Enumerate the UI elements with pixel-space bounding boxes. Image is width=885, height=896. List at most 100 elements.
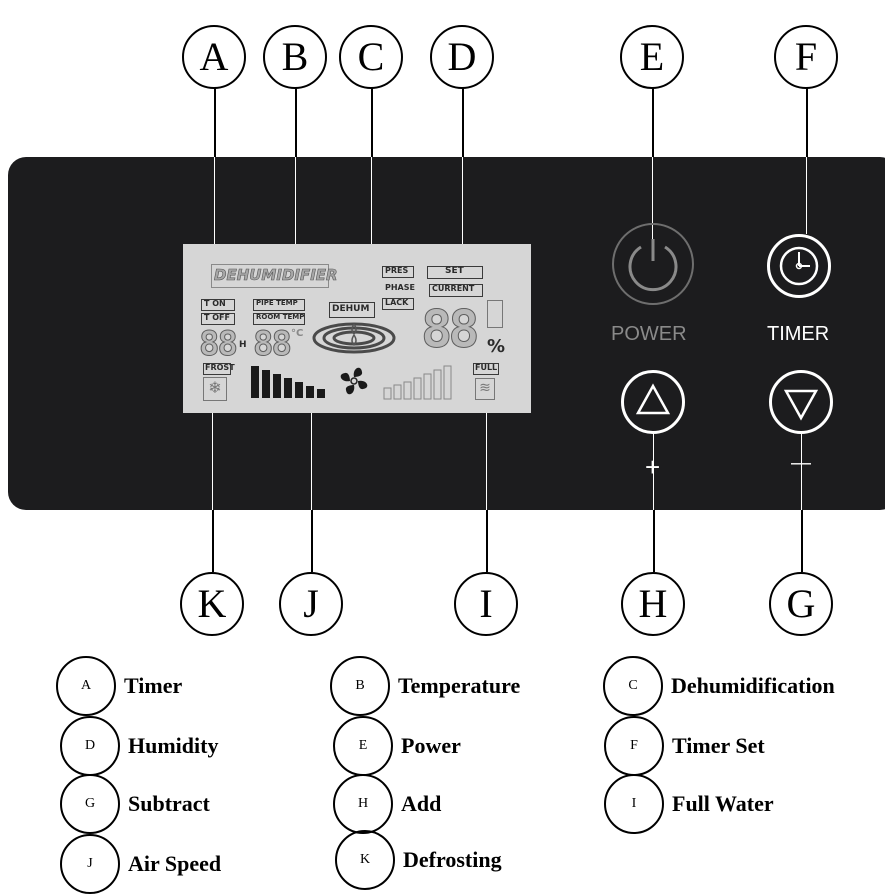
leader-g-inner — [801, 432, 802, 510]
legend-item-k: K Defrosting — [335, 830, 502, 890]
water-tank-icon: ≋ — [475, 378, 495, 400]
legend-item-g: G Subtract — [60, 774, 210, 834]
callout-a: A — [182, 25, 246, 89]
t-on-box — [201, 299, 235, 311]
pres-label: PRES — [385, 266, 409, 275]
power-icon — [628, 239, 678, 292]
subtract-button[interactable] — [769, 370, 833, 434]
legend-circle-e: E — [333, 716, 393, 776]
leader-f-top — [806, 86, 808, 157]
current-label: CURRENT — [432, 284, 475, 293]
callout-i: I — [454, 572, 518, 636]
water-level-bars — [383, 365, 452, 400]
legend-item-j: J Air Speed — [60, 834, 221, 894]
leader-b-inner — [295, 157, 296, 244]
add-button[interactable] — [621, 370, 685, 434]
down-triangle-icon — [783, 389, 819, 421]
t-on-label: T ON — [204, 299, 226, 308]
legend-circle-h: H — [333, 774, 393, 834]
dehumidification-icon — [312, 322, 396, 354]
legend-circle-a: A — [56, 656, 116, 716]
set-box — [427, 266, 483, 279]
legend-circle-g: G — [60, 774, 120, 834]
leader-g-bottom — [801, 510, 803, 572]
leader-a-top — [214, 86, 216, 157]
lcd-display: DEHUMIDIFIER T ON T OFF PIPE TEMP ROOM T… — [183, 244, 531, 413]
legend-label-i: Full Water — [672, 791, 774, 816]
air-speed-bars — [251, 366, 325, 398]
lcd-title: DEHUMIDIFIER — [214, 266, 338, 285]
leader-i-bottom — [486, 510, 488, 572]
frost-box — [203, 363, 231, 375]
callout-e: E — [620, 25, 684, 89]
hour-unit: H — [239, 340, 247, 350]
legend-circle-c: C — [603, 656, 663, 716]
callout-h: H — [621, 572, 685, 636]
leader-b-top — [295, 86, 297, 157]
callout-g: G — [769, 572, 833, 636]
callout-c: C — [339, 25, 403, 89]
legend-item-d: D Humidity — [60, 716, 218, 776]
leader-c-top — [371, 86, 373, 157]
set-label: SET — [445, 266, 464, 276]
leader-f-inner — [806, 157, 807, 234]
snowflake-icon: ❄ — [203, 377, 227, 401]
callout-d: D — [430, 25, 494, 89]
legend-item-a: A Timer — [56, 656, 182, 716]
legend-item-b: B Temperature — [330, 656, 520, 716]
power-label: POWER — [611, 323, 687, 345]
pipe-temp-box — [253, 299, 305, 311]
legend-label-h: Add — [401, 791, 442, 816]
legend-circle-k: K — [335, 830, 395, 890]
leader-c-inner — [371, 157, 372, 244]
up-triangle-icon — [635, 383, 671, 415]
full-box — [473, 363, 499, 375]
percent-sign: % — [487, 336, 506, 357]
legend-item-e: E Power — [333, 716, 461, 776]
legend-label-f: Timer Set — [672, 733, 765, 758]
timer-button[interactable] — [767, 234, 831, 298]
lack-label: LACK — [385, 298, 409, 307]
lcd-title-box — [211, 264, 329, 288]
legend-label-a: Timer — [124, 673, 183, 698]
legend-item-f: F Timer Set — [604, 716, 765, 776]
legend-item-c: C Dehumidification — [603, 656, 835, 716]
legend-label-b: Temperature — [398, 673, 521, 698]
legend-item-i: I Full Water — [604, 774, 774, 834]
legend-circle-b: B — [330, 656, 390, 716]
legend-label-k: Defrosting — [403, 847, 502, 872]
power-button[interactable] — [612, 223, 694, 305]
leader-d-top — [462, 86, 464, 157]
legend-circle-f: F — [604, 716, 664, 776]
leader-a-inner — [214, 157, 215, 244]
pres-box — [382, 266, 414, 278]
leader-i-inner — [486, 413, 487, 510]
leader-k-inner — [212, 413, 213, 510]
room-temp-box — [253, 313, 305, 325]
leader-d-inner — [462, 157, 463, 244]
temp-digits: 88 — [253, 324, 293, 365]
legend-circle-d: D — [60, 716, 120, 776]
legend-label-e: Power — [401, 733, 461, 758]
callout-b: B — [263, 25, 327, 89]
humidity-indicator-box — [487, 300, 503, 328]
plus-label: + — [645, 452, 661, 482]
legend-circle-j: J — [60, 834, 120, 894]
full-label: FULL — [475, 363, 498, 372]
fan-icon — [340, 367, 368, 395]
legend-circle-i: I — [604, 774, 664, 834]
timer-label: TIMER — [767, 323, 830, 345]
legend-label-d: Humidity — [128, 733, 219, 758]
leader-j-bottom — [311, 510, 313, 572]
minus-label: — — [791, 452, 811, 474]
humidity-digits: 88 — [421, 300, 481, 361]
callout-f: F — [774, 25, 838, 89]
legend-label-c: Dehumidification — [671, 673, 835, 698]
current-box — [429, 284, 483, 297]
room-temp-label: ROOM TEMP — [256, 313, 305, 321]
legend-label-g: Subtract — [128, 791, 210, 816]
leader-e-top — [652, 86, 654, 157]
frost-label: FROST — [205, 363, 235, 372]
legend-item-h: H Add — [333, 774, 441, 834]
clock-icon — [779, 246, 819, 286]
